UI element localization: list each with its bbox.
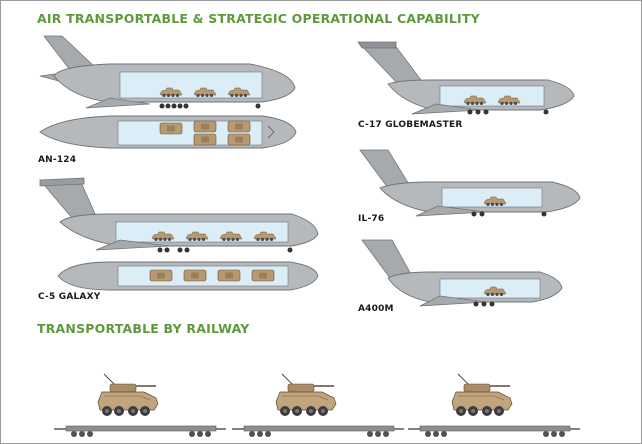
c17-side-view xyxy=(357,41,575,115)
an124-side-view xyxy=(39,35,296,109)
vehicle-top-icon xyxy=(227,133,251,146)
vehicle-top-icon xyxy=(183,269,207,282)
railway-flatcar xyxy=(231,425,405,438)
air-transport-heading: AIR TRANSPORTABLE & STRATEGIC OPERATIONA… xyxy=(37,11,480,26)
railway-flatcar xyxy=(407,425,581,438)
railway-convoy xyxy=(53,373,581,438)
vehicle-top-icon xyxy=(193,120,217,133)
rail-vehicle-icon xyxy=(97,373,159,417)
a400m-label: A400M xyxy=(358,304,394,314)
rail-vehicle-icon xyxy=(275,373,337,417)
vehicle-top-icon xyxy=(159,122,183,135)
c17-label: C-17 GLOBEMASTER xyxy=(358,120,463,130)
il76-label: IL-76 xyxy=(358,214,385,224)
an124-label: AN-124 xyxy=(38,155,77,165)
vehicle-top-icon xyxy=(227,120,251,133)
c5-galaxy-label: C-5 GALAXY xyxy=(38,292,101,302)
vehicle-top-icon xyxy=(193,133,217,146)
rail-vehicle-icon xyxy=(451,373,513,417)
a400m-side-view xyxy=(361,239,563,307)
vehicle-top-icon xyxy=(217,269,241,282)
il76-side-view xyxy=(359,149,581,217)
c5-galaxy-side-view xyxy=(39,177,319,253)
c5-galaxy-top-view xyxy=(57,261,319,291)
an124-top-view xyxy=(39,115,297,149)
vehicle-top-icon xyxy=(149,269,173,282)
railway-heading: TRANSPORTABLE BY RAILWAY xyxy=(37,321,250,336)
vehicle-top-icon xyxy=(251,269,275,282)
railway-flatcar xyxy=(53,425,227,438)
